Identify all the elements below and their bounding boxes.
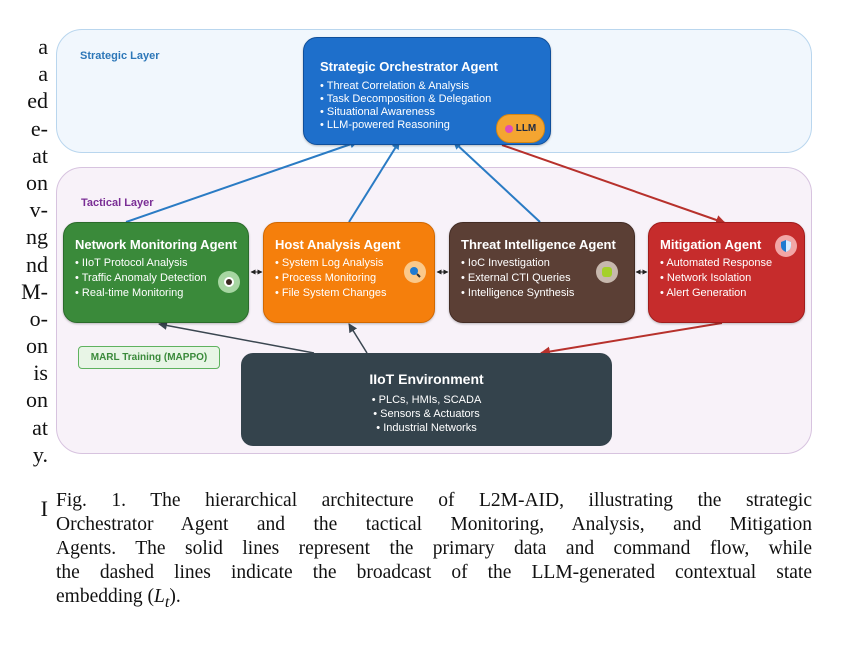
margin-line: on [26, 387, 48, 413]
caption-line: Agents. The solid lines represent the pr… [56, 538, 812, 559]
environment-item: Industrial Networks [241, 421, 612, 435]
caption-text: ). [169, 586, 181, 607]
llm-badge: LLM [496, 114, 545, 143]
strategic-layer-label: Strategic Layer [80, 50, 160, 62]
previous-column-text: a a ed e- at on v- ng nd M- o- on is on … [0, 0, 48, 522]
agent-item: IIoT Protocol Analysis [75, 256, 238, 271]
tactical-layer-label: Tactical Layer [81, 197, 154, 209]
orchestrator-item: Task Decomposition & Delegation [320, 93, 540, 106]
margin-line: at [32, 414, 48, 440]
agent-item: Network Isolation [660, 271, 794, 286]
margin-line: v- [29, 197, 48, 223]
orchestrator-item: Threat Correlation & Analysis [320, 80, 540, 93]
margin-line: M- [21, 278, 48, 304]
margin-line: is [33, 360, 48, 386]
orchestrator-item: Situational Awareness [320, 106, 540, 119]
agent-item: Real-time Monitoring [75, 286, 238, 301]
caption-text: embedding ( [56, 586, 155, 607]
agent-item: Process Monitoring [275, 271, 424, 286]
eye-icon [218, 271, 240, 293]
margin-line [0, 468, 48, 495]
agent-title: Threat Intelligence Agent [461, 237, 616, 252]
margin-line: on [26, 169, 48, 195]
margin-line: a [38, 61, 48, 87]
orchestrator-item: LLM-powered Reasoning [320, 119, 540, 132]
margin-line: y. [32, 441, 48, 467]
mitigation-agent-box: Mitigation Agent Automated Response Netw… [648, 222, 805, 323]
environment-title: IIoT Environment [369, 371, 484, 387]
brain-icon [504, 124, 513, 133]
agent-item: Alert Generation [660, 286, 794, 301]
agent-item: Intelligence Synthesis [461, 286, 624, 301]
orchestrator-title: Strategic Orchestrator Agent [320, 59, 498, 74]
agent-item: System Log Analysis [275, 256, 424, 271]
magnifier-icon [404, 261, 426, 283]
margin-line: I [40, 496, 48, 522]
margin-line: e- [30, 115, 48, 141]
agent-item: Automated Response [660, 256, 794, 271]
figure-caption: Fig. 1. The hierarchical architecture of… [56, 489, 812, 614]
caption-line: Fig. 1. The hierarchical architecture of… [56, 490, 812, 511]
threat-intelligence-agent-box: Threat Intelligence Agent IoC Investigat… [449, 222, 635, 323]
agent-item: File System Changes [275, 286, 424, 301]
agent-item: External CTI Queries [461, 271, 624, 286]
margin-line: o- [29, 305, 48, 331]
host-analysis-agent-box: Host Analysis Agent System Log Analysis … [263, 222, 435, 323]
shield-icon [775, 235, 797, 257]
network-monitoring-agent-box: Network Monitoring Agent IIoT Protocol A… [63, 222, 249, 323]
caption-last-line: embedding (Lt). [56, 585, 812, 614]
llm-badge-label: LLM [515, 123, 537, 134]
margin-line: a [38, 34, 48, 59]
caption-line: the dashed lines indicate the broadcast … [56, 562, 812, 583]
margin-line: nd [26, 251, 48, 277]
math-symbol: L [154, 586, 165, 607]
agent-title: Mitigation Agent [660, 237, 762, 252]
environment-item: PLCs, HMIs, SCADA [241, 393, 612, 407]
margin-line: on [26, 333, 48, 359]
margin-line: ed [27, 88, 48, 114]
agent-title: Network Monitoring Agent [75, 237, 238, 252]
marl-training-label: MARL Training (MAPPO) [78, 346, 220, 369]
margin-line: at [32, 142, 48, 168]
agent-item: IoC Investigation [461, 256, 624, 271]
agent-title: Host Analysis Agent [275, 237, 401, 252]
iiot-environment-box: IIoT Environment PLCs, HMIs, SCADA Senso… [241, 353, 612, 446]
agent-item: Traffic Anomaly Detection [75, 271, 238, 286]
math-subscript: t [164, 592, 170, 611]
margin-line: ng [26, 224, 48, 250]
puzzle-icon [596, 261, 618, 283]
environment-item: Sensors & Actuators [241, 407, 612, 421]
caption-line: Orchestrator Agent and the tactical Moni… [56, 514, 812, 535]
